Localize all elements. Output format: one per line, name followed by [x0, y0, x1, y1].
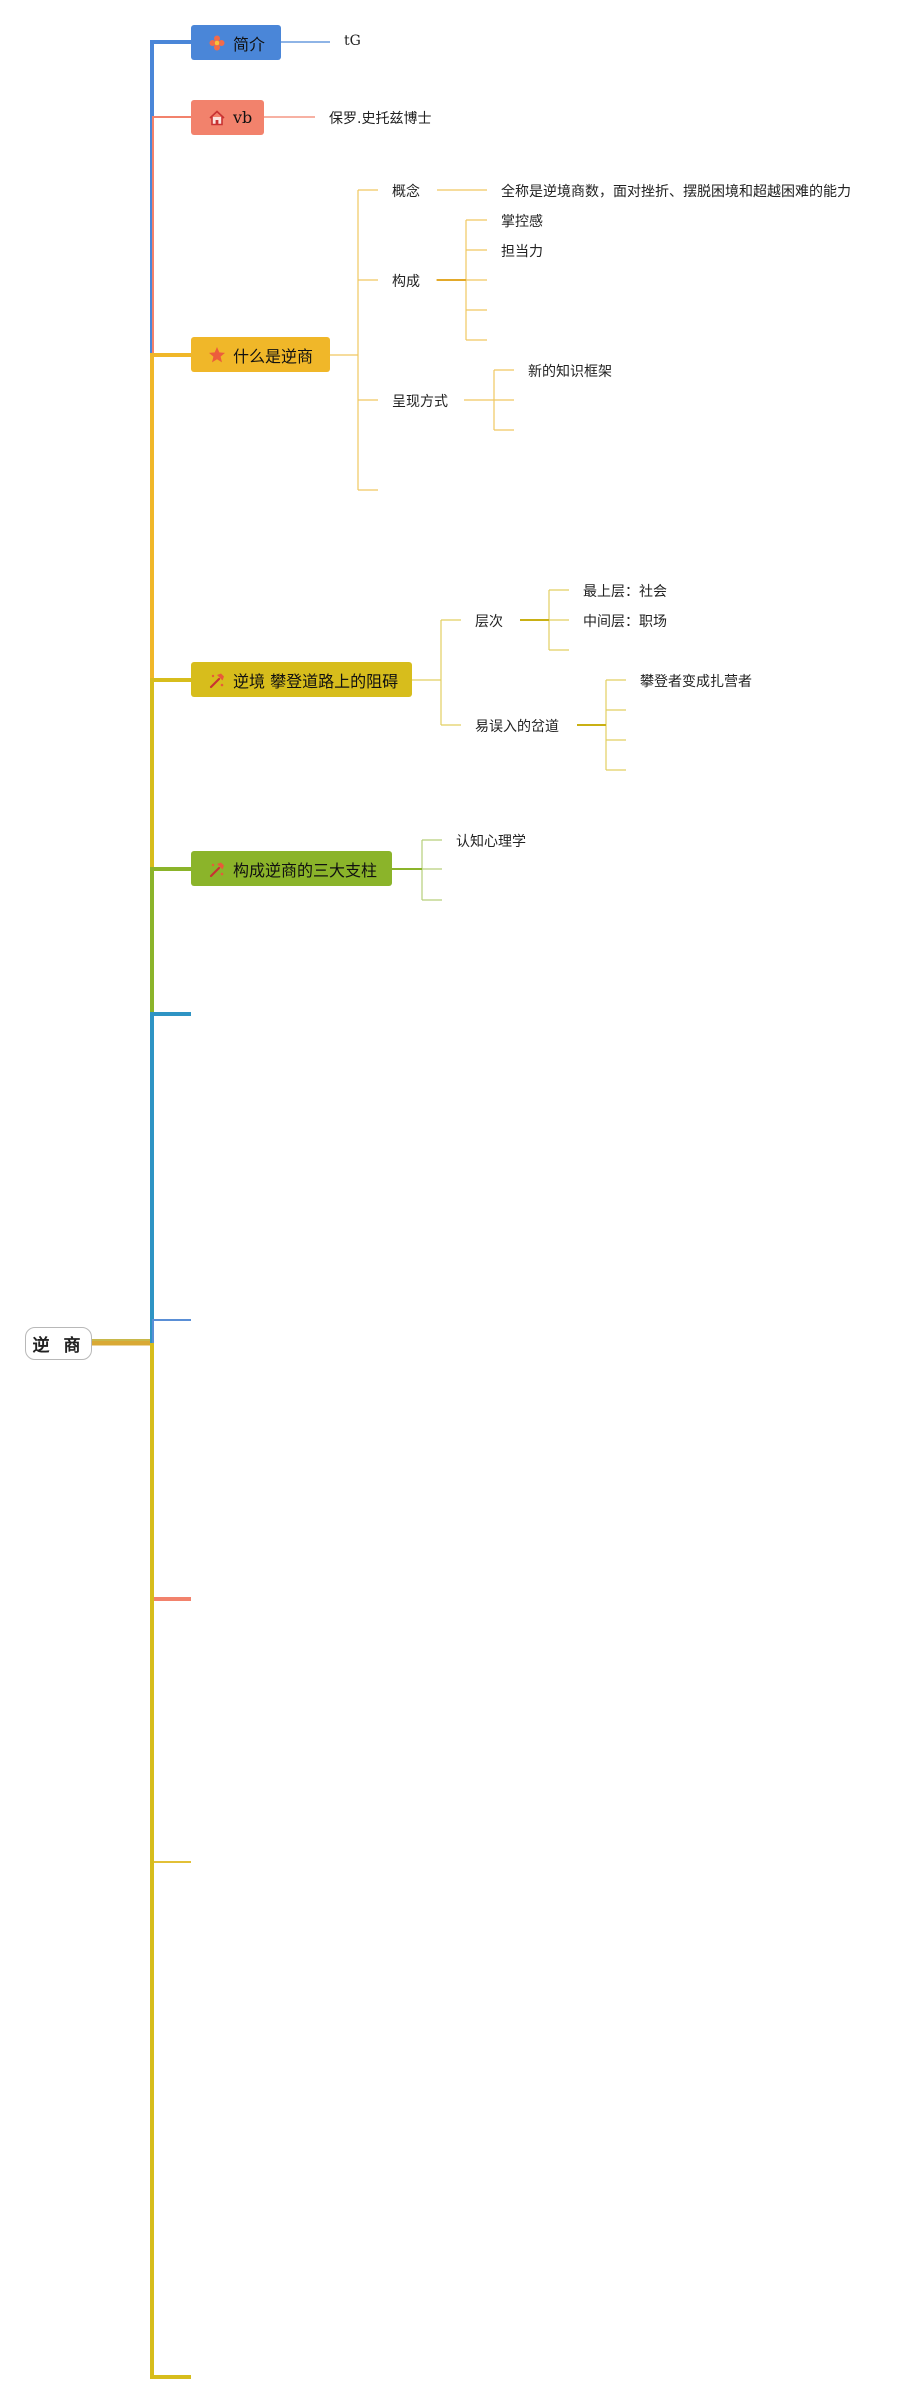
concept-definition[interactable]: 全称是逆境商数，面对挫折、摆脱困境和超越困难的能力 — [501, 184, 851, 200]
branch-vb[interactable]: vb — [191, 100, 264, 135]
trunk-b5 — [150, 867, 191, 1343]
star-icon — [207, 345, 227, 365]
trunk-b4 — [150, 678, 191, 1343]
trunk-b10 — [150, 1343, 191, 2379]
trunk-b7 — [152, 1319, 191, 1343]
house-icon — [207, 108, 227, 128]
branch-adversity-obstacles[interactable]: 逆境 攀登道路上的阻碍 — [191, 662, 412, 697]
root-node[interactable]: 逆 商 — [25, 1327, 92, 1360]
branch-intro[interactable]: 简介 — [191, 25, 281, 60]
level-top-society[interactable]: 最上层：社会 — [583, 584, 667, 600]
intro-child[interactable]: tG — [344, 33, 361, 49]
composition-responsibility[interactable]: 担当力 — [501, 244, 543, 260]
concept-node[interactable]: 概念 — [392, 184, 420, 200]
trunk-b2 — [152, 116, 191, 1343]
branch-three-pillars-label: 构成逆商的三大支柱 — [233, 860, 378, 880]
pillar-cognitive-psychology[interactable]: 认知心理学 — [456, 834, 526, 850]
wrong-path-climber-to-camper[interactable]: 攀登者变成扎营者 — [640, 674, 752, 690]
branch-what-is-aq[interactable]: 什么是逆商 — [191, 337, 330, 372]
hammer-icon — [207, 670, 227, 690]
branch-adversity-obstacles-label: 逆境 攀登道路上的阻碍 — [233, 671, 399, 691]
trunk-b9 — [152, 1343, 191, 1863]
hammer-icon — [207, 859, 227, 879]
b3-connectors — [330, 189, 514, 491]
level-middle-workplace[interactable]: 中间层：职场 — [583, 614, 667, 630]
levels-node[interactable]: 层次 — [475, 614, 503, 630]
vb-child[interactable]: 保罗.史托兹博士 — [329, 111, 432, 127]
branch-what-is-aq-label: 什么是逆商 — [233, 346, 314, 366]
b4-connectors — [412, 589, 626, 771]
wrong-paths-node[interactable]: 易误入的岔道 — [475, 719, 559, 735]
composition-node[interactable]: 构成 — [392, 274, 420, 290]
trunk-b6 — [150, 1012, 191, 1343]
trunk-b1 — [150, 40, 191, 1343]
trunk-b8 — [150, 1343, 191, 1601]
composition-control[interactable]: 掌控感 — [501, 214, 543, 230]
branch-three-pillars[interactable]: 构成逆商的三大支柱 — [191, 851, 392, 886]
presentation-node[interactable]: 呈现方式 — [392, 394, 448, 410]
flower-icon — [207, 33, 227, 53]
trunk-b3 — [150, 353, 191, 1343]
presentation-knowledge-framework[interactable]: 新的知识框架 — [528, 364, 612, 380]
branch-intro-label: 简介 — [233, 34, 266, 54]
branch-vb-label: vb — [233, 108, 253, 127]
